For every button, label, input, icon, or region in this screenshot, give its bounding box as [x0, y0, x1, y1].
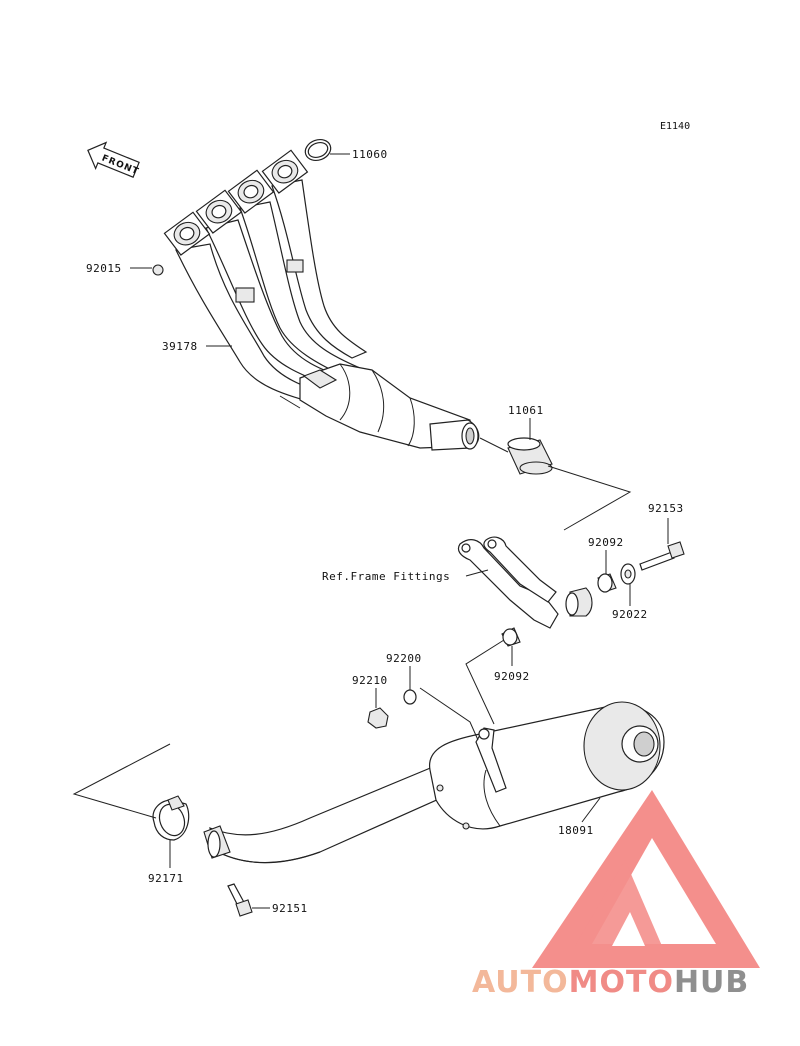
connector-gasket-11061[interactable]: [507, 437, 553, 475]
part-label-92153[interactable]: 92153: [648, 502, 684, 515]
watermark-moto: MOTO: [569, 965, 674, 1000]
watermark-auto: AUTO: [472, 965, 569, 1000]
part-label-92092-lower[interactable]: 92092: [494, 670, 530, 683]
washer-hole: [624, 569, 632, 579]
bolt-92151[interactable]: [227, 883, 253, 917]
front-arrow-icon: FRONT: [87, 141, 140, 178]
pipe-bracket: [235, 287, 255, 303]
header-flanges[interactable]: [161, 148, 311, 258]
part-label-92151[interactable]: 92151: [272, 902, 308, 915]
collar-92092-upper[interactable]: [597, 573, 617, 593]
part-label-92171[interactable]: 92171: [148, 872, 184, 885]
part-label-92022[interactable]: 92022: [612, 608, 648, 621]
flange-nut-icon[interactable]: [152, 264, 164, 276]
diagram-code: E1140: [660, 121, 690, 132]
nut-92210[interactable]: [367, 707, 389, 729]
watermark-hub: HUB: [674, 965, 749, 1000]
part-label-39178[interactable]: 39178: [162, 340, 198, 353]
leader-lines: [72, 153, 669, 909]
washer-92200[interactable]: [403, 689, 417, 705]
clamp-92171[interactable]: [152, 795, 190, 841]
pipe-bracket: [286, 259, 304, 273]
frame-bracket[interactable]: [457, 536, 593, 629]
collar-92092-lower[interactable]: [501, 627, 521, 647]
part-label-11061[interactable]: 11061: [508, 404, 544, 417]
watermark-text: AUTOMOTOHUB: [472, 965, 749, 1000]
part-label-11060[interactable]: 11060: [352, 148, 388, 161]
exhaust-header-pipes[interactable]: [175, 179, 480, 451]
muffler-assembly[interactable]: [203, 701, 665, 864]
watermark-logo: [532, 790, 760, 968]
part-label-92210[interactable]: 92210: [352, 674, 388, 687]
part-label-92015[interactable]: 92015: [86, 262, 122, 275]
part-label-92092-upper[interactable]: 92092: [588, 536, 624, 549]
bolt-92153[interactable]: [639, 541, 685, 571]
part-label-18091[interactable]: 18091: [558, 824, 594, 837]
part-label-92200[interactable]: 92200: [386, 652, 422, 665]
gasket-inner: [307, 141, 329, 159]
ref-frame-fittings-label[interactable]: Ref.Frame Fittings: [322, 570, 450, 583]
